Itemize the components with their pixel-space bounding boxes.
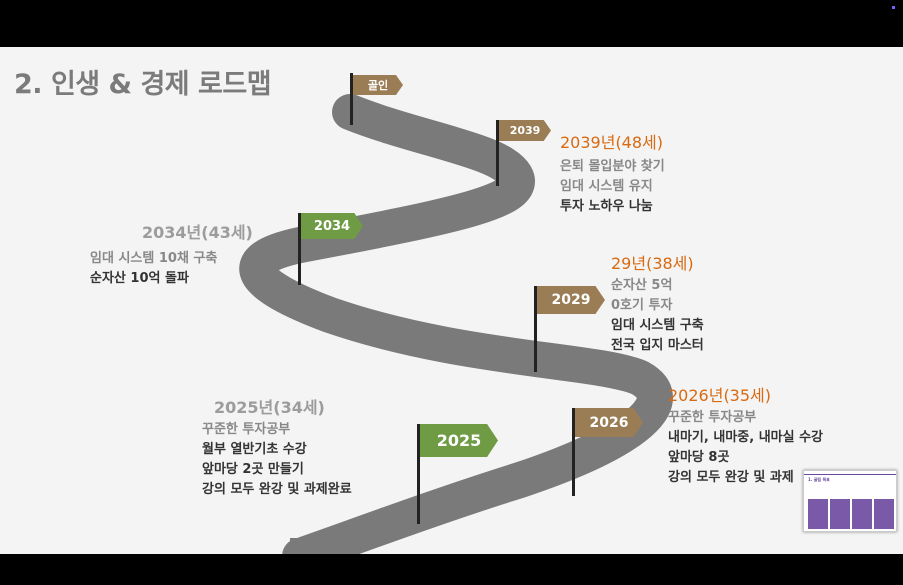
milestone-line: 임대 시스템 구축: [611, 318, 704, 333]
flag-goal: 골인: [353, 75, 403, 95]
milestone-2039: 2039년(48세) 은퇴 몰입분야 찾기 임대 시스템 유지 투자 노하우 나…: [560, 133, 665, 217]
milestone-line: 전국 입지 마스터: [611, 338, 704, 353]
bottom-bar: [0, 554, 903, 585]
milestone-2026: 2026년(35세) 꾸준한 투자공부 내마기, 내마중, 내마실 수강 앞마당…: [668, 386, 823, 488]
milestone-line: 꾸준한 투자공부: [668, 410, 757, 425]
milestone-line: 월부 열반기초 수강: [202, 442, 307, 457]
milestone-line: 0호기 투자: [611, 298, 673, 313]
thumbnail-card: [808, 499, 828, 529]
milestone-line: 앞마당 8곳: [668, 450, 730, 465]
milestone-line: 내마기, 내마중, 내마실 수강: [668, 430, 824, 445]
milestone-line: 임대 시스템 유지: [560, 179, 653, 194]
milestone-line: 임대 시스템 10채 구축: [90, 251, 218, 266]
flag-2026: 2026: [575, 408, 643, 437]
milestone-line: 앞마당 2곳 만들기: [202, 462, 304, 477]
milestone-line: 은퇴 몰입분야 찾기: [560, 159, 665, 174]
flag-2025: 2025: [420, 424, 498, 457]
slide-thumbnail[interactable]: 1. 굴림 목표: [803, 470, 897, 532]
milestone-line: 강의 모두 완강 및 과제완료: [202, 482, 352, 497]
thumbnail-card: [830, 499, 850, 529]
flag-pole-2039: [496, 120, 499, 186]
thumbnail-card: [874, 499, 894, 529]
indicator-dot: [892, 6, 895, 9]
flag-pole-2026: [572, 408, 575, 496]
flag-2034: 2034: [301, 213, 363, 239]
milestone-year: 2026년(35세): [668, 386, 772, 405]
flag-pole-goal: [350, 73, 353, 125]
milestone-line: 순자산 10억 돌파: [90, 271, 189, 286]
page-title: 2. 인생 & 경제 로드맵: [14, 69, 272, 100]
milestone-line: 꾸준한 투자공부: [202, 422, 291, 437]
thumbnail-title: 1. 굴림 목표: [808, 477, 830, 482]
milestone-2034: 2034년(43세) 임대 시스템 10채 구축 순자산 10억 돌파: [90, 223, 253, 289]
milestone-year: 29년(38세): [611, 254, 694, 273]
milestone-year: 2025년(34세): [214, 398, 325, 417]
flag-2029: 2029: [537, 286, 605, 314]
flag-pole-2029: [534, 286, 537, 372]
thumbnail-card: [852, 499, 872, 529]
flag-2039: 2039: [499, 120, 551, 141]
milestone-year: 2039년(48세): [560, 133, 664, 152]
milestone-line: 순자산 5억: [611, 278, 673, 293]
milestone-line: 강의 모두 완강 및 과제: [668, 470, 794, 485]
milestone-2025: 2025년(34세) 꾸준한 투자공부 월부 열반기초 수강 앞마당 2곳 만들…: [202, 398, 352, 500]
flag-pole-2034: [298, 213, 301, 285]
milestone-line: 투자 노하우 나눔: [560, 199, 653, 214]
flag-pole-2025: [417, 424, 420, 524]
thumbnail-divider: [804, 474, 896, 475]
milestone-year: 2034년(43세): [142, 223, 253, 242]
milestone-2029: 29년(38세) 순자산 5억 0호기 투자 임대 시스템 구축 전국 입지 마…: [611, 254, 704, 356]
